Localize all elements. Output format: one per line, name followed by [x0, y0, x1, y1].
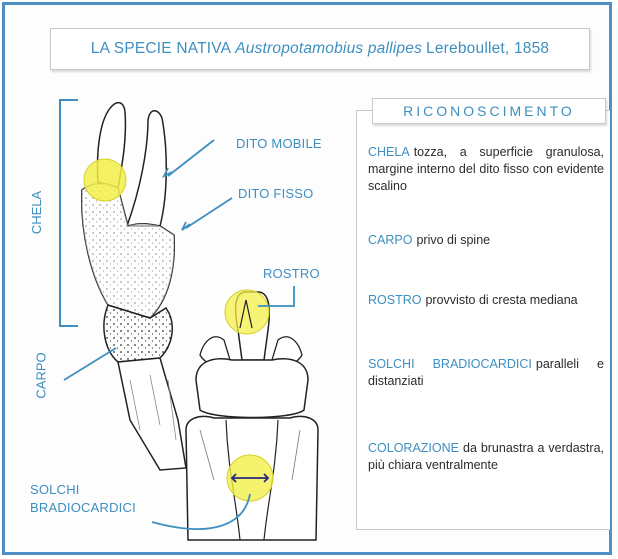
- riconoscimento-heading: RICONOSCIMENTO: [372, 98, 606, 124]
- carpus: [104, 305, 172, 362]
- label-solchi-1: SOLCHI: [30, 482, 80, 497]
- rostro-highlight: [225, 290, 269, 334]
- entry-rostro-key: ROSTRO: [368, 293, 421, 307]
- fixed-finger: [127, 111, 166, 226]
- label-dito-mobile: DITO MOBILE: [236, 136, 322, 151]
- entry-chela-key: CHELA: [368, 145, 410, 159]
- label-chela: CHELA: [29, 191, 44, 234]
- entry-colorazione-key: COLORAZIONE: [368, 441, 459, 455]
- entry-solchi-key: SOLCHI BRADIOCARDICI: [368, 357, 532, 371]
- label-dito-fisso: DITO FISSO: [238, 186, 313, 201]
- entry-carpo: CARPO privo di spine: [368, 232, 604, 249]
- dito-mobile-pointer: [168, 140, 214, 176]
- dito-mobile-highlight: [84, 159, 126, 201]
- entry-carpo-text: privo di spine: [416, 233, 490, 247]
- entry-carpo-key: CARPO: [368, 233, 412, 247]
- entry-rostro-text: provvisto di cresta mediana: [425, 293, 577, 307]
- chela-bracket: [60, 100, 78, 326]
- label-carpo: CARPO: [34, 352, 49, 398]
- dito-fisso-pointer: [186, 198, 232, 228]
- cephalic-region: [196, 359, 308, 418]
- label-solchi-2: BRADIOCARDICI: [30, 500, 136, 515]
- entry-rostro: ROSTRO provvisto di cresta mediana: [368, 292, 604, 309]
- carpo-pointer: [64, 348, 116, 380]
- label-rostro: ROSTRO: [263, 266, 320, 281]
- merus: [118, 358, 186, 470]
